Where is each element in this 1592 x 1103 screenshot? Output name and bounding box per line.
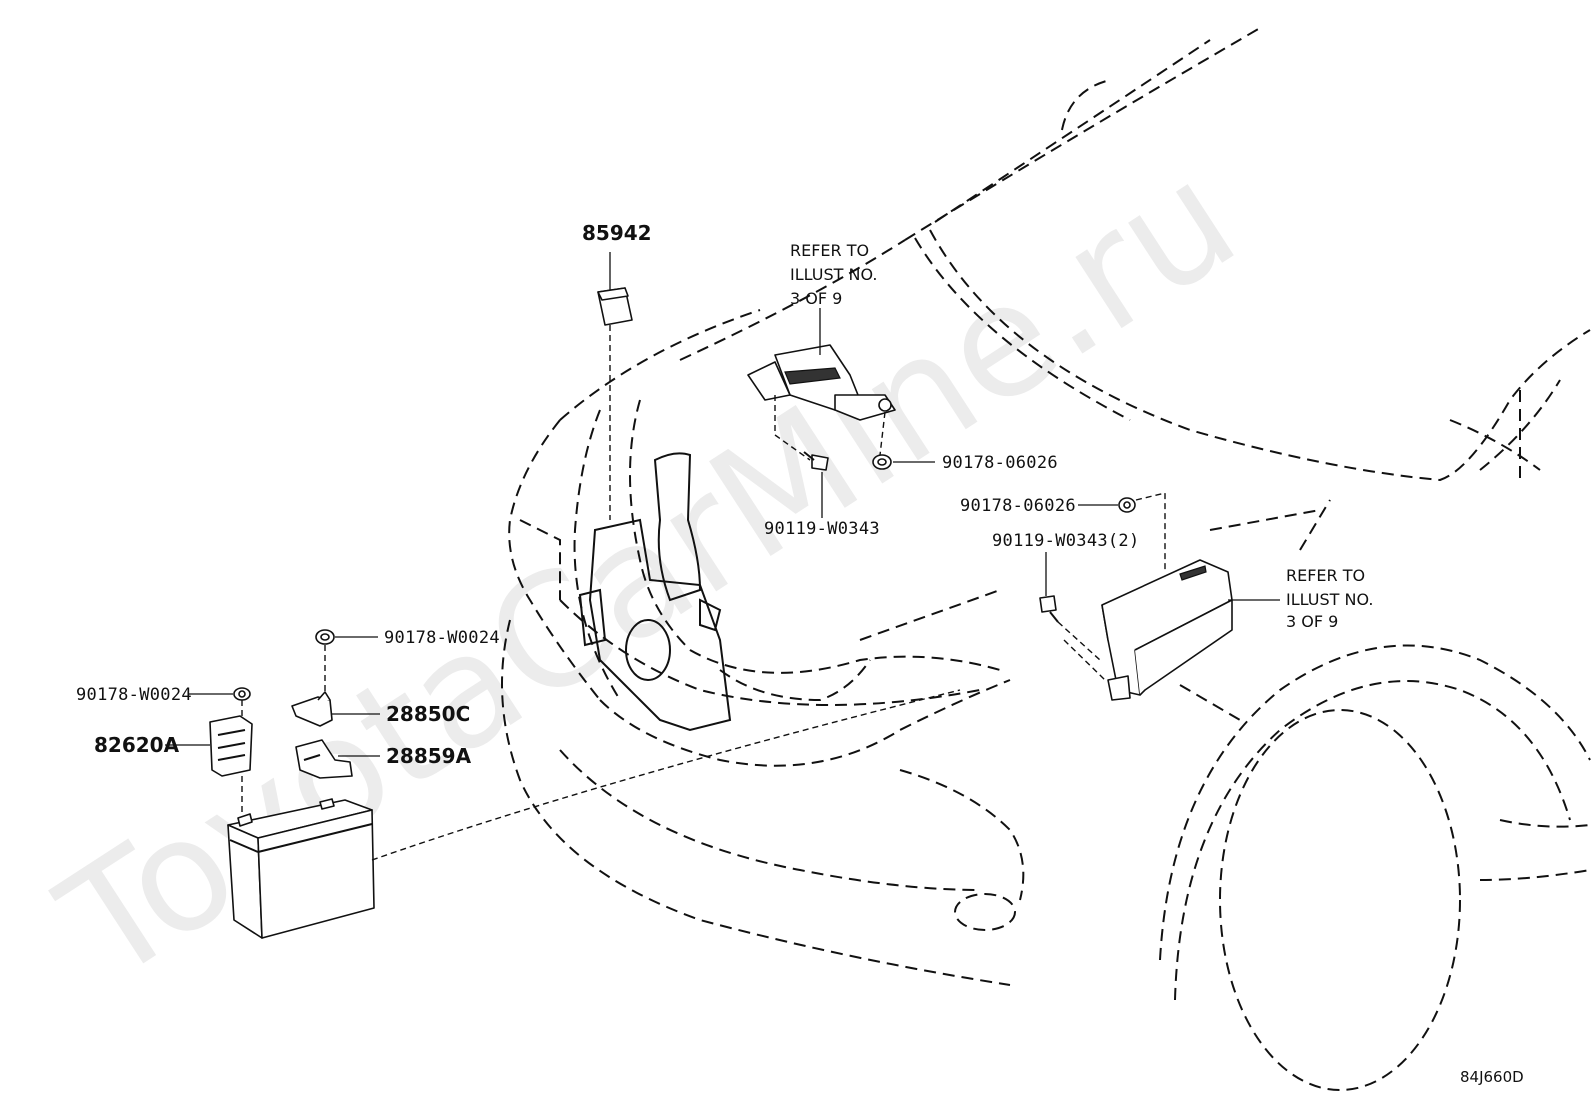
callout-90178-06026-b: 90178-06026 bbox=[960, 496, 1076, 516]
nut-90178-06026-upper: 90178-06026 bbox=[872, 453, 1058, 473]
svg-text:REFER TO: REFER TO bbox=[1286, 566, 1365, 585]
svg-text:ILLUST NO.: ILLUST NO. bbox=[790, 265, 877, 284]
nut-90178-w0024-left: 90178-W0024 bbox=[76, 685, 251, 722]
svg-text:3 OF 9: 3 OF 9 bbox=[1286, 612, 1338, 631]
nut-90178-w0024-upper: 90178-W0024 bbox=[315, 628, 500, 695]
sensor-28850c: 28850C bbox=[291, 691, 470, 727]
diagram-code: 84J660D bbox=[1460, 1068, 1524, 1086]
callout-28850c: 28850C bbox=[386, 702, 470, 726]
callout-28859a: 28859A bbox=[386, 744, 472, 768]
callout-85942: 85942 bbox=[582, 221, 652, 245]
svg-text:3 OF 9: 3 OF 9 bbox=[790, 289, 842, 308]
callout-90178-w0024-a: 90178-W0024 bbox=[384, 628, 500, 648]
refer-note-upper: REFER TO ILLUST NO. 3 OF 9 bbox=[790, 241, 877, 308]
callout-90119-w0343: 90119-W0343 bbox=[764, 519, 880, 539]
bracket-28859a: 28859A bbox=[295, 739, 472, 779]
callout-90178-w0024-b: 90178-W0024 bbox=[76, 685, 192, 705]
bolt-90119-w0343: 90119-W0343 bbox=[764, 451, 880, 539]
upper-control-unit: REFER TO ILLUST NO. 3 OF 9 bbox=[747, 241, 896, 461]
svg-text:REFER TO: REFER TO bbox=[790, 241, 869, 260]
fusible-link-82620a: 82620A bbox=[94, 715, 253, 812]
callout-90119-w0343-2: 90119-W0343(2) bbox=[992, 531, 1140, 551]
relay-85942: 85942 bbox=[582, 221, 652, 520]
battery bbox=[227, 689, 961, 939]
nut-90178-06026-right: 90178-06026 bbox=[960, 492, 1166, 570]
right-control-box: REFER TO ILLUST NO. 3 OF 9 bbox=[1101, 559, 1373, 701]
vehicle-outline bbox=[501, 27, 1591, 1091]
washer-tank-assembly bbox=[578, 452, 732, 732]
callout-90178-06026-a: 90178-06026 bbox=[942, 453, 1058, 473]
svg-text:ILLUST NO.: ILLUST NO. bbox=[1286, 590, 1373, 609]
bolt-90119-w0343-2: 90119-W0343(2) bbox=[992, 531, 1140, 681]
callout-82620a: 82620A bbox=[94, 733, 180, 757]
refer-note-right: REFER TO ILLUST NO. 3 OF 9 bbox=[1286, 566, 1373, 631]
